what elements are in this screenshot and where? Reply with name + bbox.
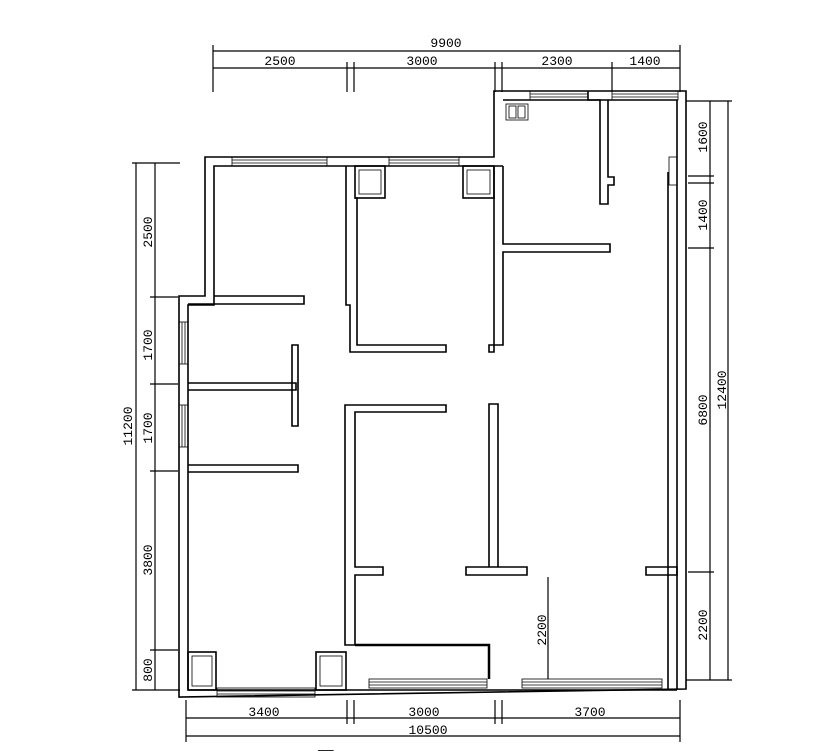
right-overall-dim: 12400	[715, 370, 730, 409]
left-dim-5: 800	[141, 658, 156, 681]
columns	[187, 103, 529, 691]
top-overall-dim: 9900	[430, 36, 461, 51]
bottom-dimensions: 3400 3000 3700 10500 ――	[185, 700, 681, 751]
top-dim-1: 2500	[264, 54, 295, 69]
left-dimensions: 2500 1700 1700 3800 800 11200	[121, 162, 180, 691]
right-dim-4: 2200	[696, 609, 711, 640]
left-dim-4: 3800	[141, 544, 156, 575]
right-dim-2: 1400	[696, 199, 711, 230]
top-dimensions: 9900 2500 3000 2300 1400	[212, 36, 681, 92]
interior-walls: 2200	[188, 91, 678, 689]
top-dim-3: 2300	[541, 54, 572, 69]
left-dim-1: 2500	[141, 216, 156, 247]
windows	[178, 90, 679, 698]
corridor-dim: 2200	[535, 614, 550, 645]
right-dim-3: 6800	[696, 394, 711, 425]
left-overall-dim: 11200	[121, 406, 136, 445]
right-dimensions: 1600 1400 6800 2200 12400	[686, 100, 732, 681]
top-dim-2: 3000	[406, 54, 437, 69]
exterior-walls	[178, 90, 687, 698]
right-dim-1: 1600	[696, 121, 711, 152]
top-dim-4: 1400	[629, 54, 660, 69]
left-dim-3: 1700	[141, 412, 156, 443]
left-dim-2: 1700	[141, 329, 156, 360]
bottom-dim-3: 3700	[574, 705, 605, 720]
svg-text:――: ――	[317, 743, 334, 751]
bottom-overall-dim: 10500	[408, 723, 447, 738]
bottom-dim-1: 3400	[248, 705, 279, 720]
bottom-dim-2: 3000	[408, 705, 439, 720]
